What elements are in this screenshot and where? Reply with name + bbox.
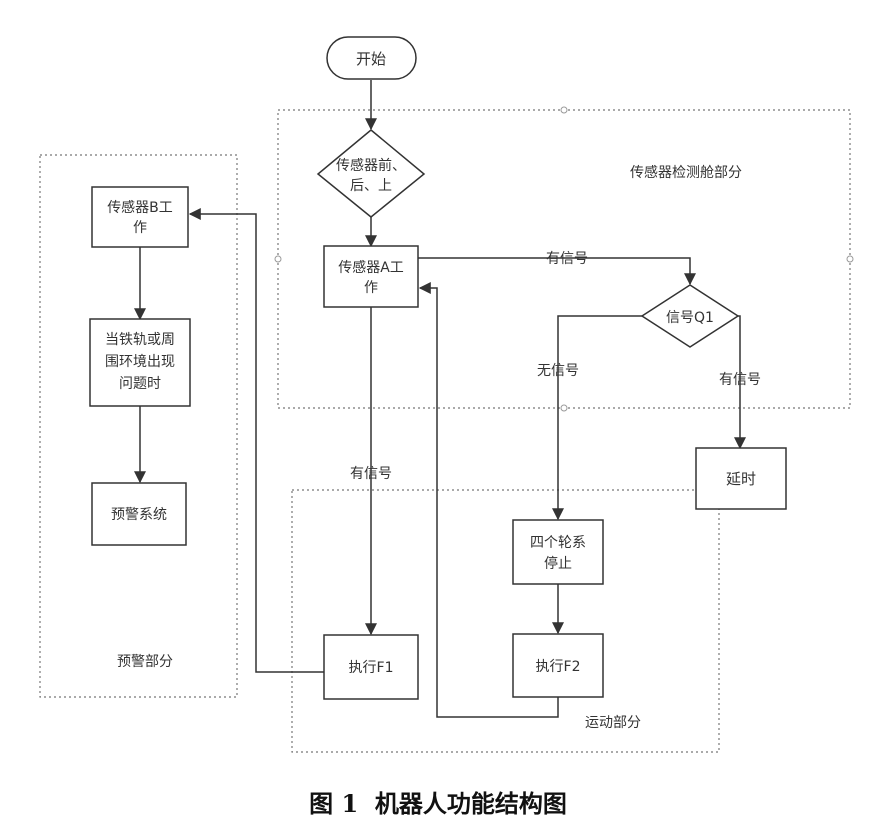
warning-system-label: 预警系统: [111, 507, 167, 523]
exec-f1-node: [323, 634, 419, 700]
edge-label-no-signal: 无信号: [537, 363, 579, 379]
exec-f2-label: 执行F2: [536, 659, 581, 675]
warning-system-node: [91, 482, 187, 546]
exec-f2-node: [512, 633, 604, 698]
exec-f1-label: 执行F1: [349, 660, 394, 676]
signal-q1-node: [640, 284, 740, 348]
sensor-b-label-2: 作: [133, 220, 147, 236]
warning-part-region: [39, 154, 238, 698]
figure-caption: 图 1 机器人功能结构图: [309, 789, 567, 818]
edge-label-has-signal-down: 有信号: [350, 466, 392, 482]
decision-sensors-label-2: 后、上: [350, 178, 392, 194]
region-handle: [560, 106, 568, 114]
motion-part-region: [291, 489, 720, 753]
start-label: 开始: [356, 50, 386, 68]
four-wheels-label-2: 停止: [544, 555, 572, 572]
region-label-warning: 预警部分: [117, 654, 173, 670]
problem-node: [89, 318, 191, 407]
edge-label-has-signal-top: 有信号: [546, 251, 588, 267]
region-handle: [846, 255, 854, 263]
problem-label-2: 围环境出现: [105, 354, 175, 370]
sensor-b-label-1: 传感器B工: [107, 199, 173, 216]
delay-node: [695, 447, 787, 510]
sensor-b-node: [91, 186, 189, 248]
region-label-sensor-cabin: 传感器检测舱部分: [630, 164, 742, 181]
four-wheels-node: [512, 519, 604, 585]
region-label-motion: 运动部分: [585, 715, 641, 731]
problem-label-1: 当铁轨或周: [105, 332, 175, 348]
signal-q1-label: 信号Q1: [666, 310, 714, 326]
decision-sensors-label-1: 传感器前、: [336, 157, 406, 174]
edge-label-has-signal-right: 有信号: [719, 372, 761, 388]
sensor-a-label-2: 作: [364, 280, 378, 296]
region-handle: [274, 255, 282, 263]
edge-exec-f1-to-sensor-b: [188, 208, 324, 673]
four-wheels-label-1: 四个轮系: [530, 535, 586, 551]
delay-label: 延时: [726, 470, 756, 488]
edge-sensor-a-to-q1: [418, 257, 696, 286]
sensor-a-node: [323, 245, 419, 308]
sensor-a-label-1: 传感器A工: [338, 259, 404, 276]
decision-sensors-node: [316, 129, 426, 218]
edge-exec-f2-to-sensor-a: [418, 282, 559, 718]
edge-q1-no-signal: [552, 315, 650, 521]
start-node: [326, 36, 417, 80]
problem-label-3: 问题时: [119, 376, 161, 392]
region-handle: [560, 404, 568, 412]
